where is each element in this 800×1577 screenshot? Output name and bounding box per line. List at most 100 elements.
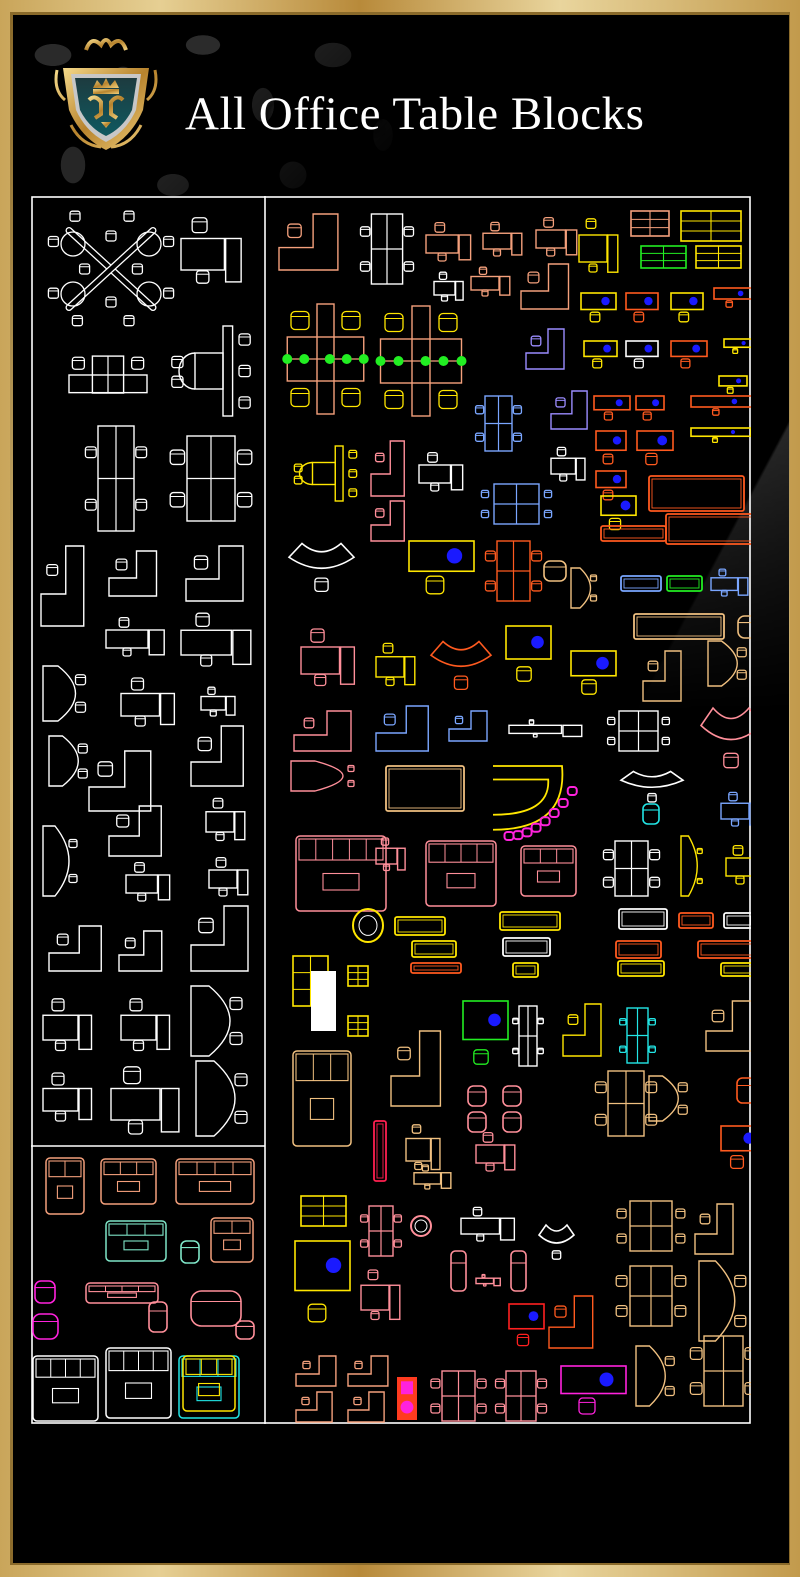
cad-block-curve (42, 665, 87, 722)
cad-block-exec (505, 625, 552, 682)
cad-block-chair (450, 1250, 467, 1292)
cad-block-exec (593, 395, 631, 421)
cad-block-lshape (293, 710, 352, 752)
cad-block-chair (32, 1313, 59, 1340)
cad-block-desk (42, 1072, 93, 1122)
cad-block-pod (480, 483, 553, 525)
cad-block-curve (698, 1260, 747, 1342)
cad-block-pod (169, 435, 253, 522)
cad-block-sofa (85, 1282, 159, 1304)
cad-block-lshape (190, 905, 249, 972)
cad-block-desk (208, 856, 249, 897)
cad-block-lshape (295, 1391, 333, 1423)
cad-block-lshape (375, 705, 429, 752)
cad-block-exec (462, 1000, 509, 1065)
cad-block-long (666, 575, 703, 592)
cad-block-long (723, 912, 751, 929)
cad-block-pod (689, 1335, 751, 1407)
cad-block-desk (105, 616, 165, 657)
cad-block-pod (619, 1007, 656, 1064)
cad-block-sofa (105, 1347, 172, 1419)
cad-block-exec (670, 340, 708, 369)
cad-block-solid (311, 971, 336, 1031)
cad-block-curve (570, 567, 598, 609)
cad-block-sofa (100, 1158, 157, 1205)
cad-block-sofa (178, 1355, 240, 1419)
cad-block-lshape (694, 1203, 734, 1255)
cad-block-exec (560, 1365, 627, 1415)
crest-shield-icon (54, 38, 158, 150)
cad-block-arc (619, 770, 685, 803)
cad-block-lshape (448, 710, 488, 742)
cad-block-desk (418, 451, 464, 492)
cad-block-desk (405, 1124, 441, 1171)
cad-block-lshape (642, 650, 682, 702)
royal-crest-logo (51, 30, 161, 160)
cad-block-sofa (210, 1217, 254, 1263)
cad-block-long (618, 908, 668, 930)
cad-block-desk (413, 1164, 452, 1190)
cad-block-curve (42, 825, 78, 897)
cad-block-sofa (425, 840, 497, 907)
cad-block-pod (430, 1370, 487, 1422)
cad-block-lshape (370, 500, 405, 542)
cad-block-cabinet (695, 245, 742, 269)
cad-block-exec (670, 292, 704, 323)
cad-block-chair (180, 1240, 200, 1264)
cad-block-exec (595, 430, 627, 465)
cad-block-chair (737, 615, 751, 639)
cad-block-lshape (185, 545, 244, 602)
cad-block-long (373, 1120, 387, 1182)
cad-block-lshape (88, 750, 152, 812)
cad-block-sofa (45, 1157, 85, 1215)
cad-block-curve (680, 835, 703, 897)
cad-block-desk (460, 1206, 516, 1242)
cad-block-layer (32, 210, 751, 1423)
cad-block-long (512, 962, 539, 978)
cad-block-pod (616, 1200, 686, 1252)
cad-block-exec (718, 375, 748, 394)
cad-block-desk (110, 1066, 180, 1135)
cad-block-long (617, 960, 665, 977)
cad-block-exec (720, 1125, 751, 1170)
cad-block-lshape (278, 213, 339, 271)
cad-block-desk (120, 998, 171, 1052)
cad-block-sofa (520, 845, 577, 897)
cad-block-sofa (182, 1355, 236, 1412)
cad-block-pod (615, 1265, 687, 1327)
cad-block-lshape (347, 1355, 389, 1387)
cad-block-exec (690, 427, 751, 444)
cad-block-pod (474, 395, 523, 452)
cad-block-lshape (118, 930, 163, 972)
cad-block-lshape (347, 1391, 385, 1423)
cad-block-long (720, 962, 751, 977)
cad-block-lshape (390, 1030, 442, 1107)
cad-block-chair (148, 1301, 168, 1333)
cad-block-arc (429, 640, 493, 690)
cad-block-long (615, 940, 662, 959)
cad-block-desk (550, 446, 586, 482)
cad-block-exec (580, 292, 617, 323)
cad-block-chair (510, 1250, 527, 1292)
cad-block-sofa (295, 835, 387, 912)
cad-block-curve (648, 1075, 688, 1122)
cad-block-lshape (562, 1003, 602, 1057)
cad-block-exec (600, 495, 637, 531)
cad-block-desk (42, 998, 93, 1052)
cad-block-long (502, 937, 551, 957)
cad-block-desk (180, 612, 252, 667)
cad-block-arc (537, 1223, 576, 1260)
cad-block-chair (502, 1085, 522, 1107)
cad-block-chair (190, 1290, 242, 1327)
cad-block-workstation (282, 303, 369, 415)
cad-block-desk (300, 628, 356, 687)
cad-block-exec (636, 430, 674, 466)
cad-block-lshape (705, 1000, 751, 1052)
cad-block-bar (492, 765, 578, 841)
cad-block-desk (720, 791, 751, 827)
cad-block-long (410, 962, 462, 974)
cad-block-exec (635, 395, 665, 421)
cad-block-lshape (550, 390, 588, 430)
cad-block-pod (512, 1005, 544, 1067)
cad-block-exec (570, 650, 617, 695)
